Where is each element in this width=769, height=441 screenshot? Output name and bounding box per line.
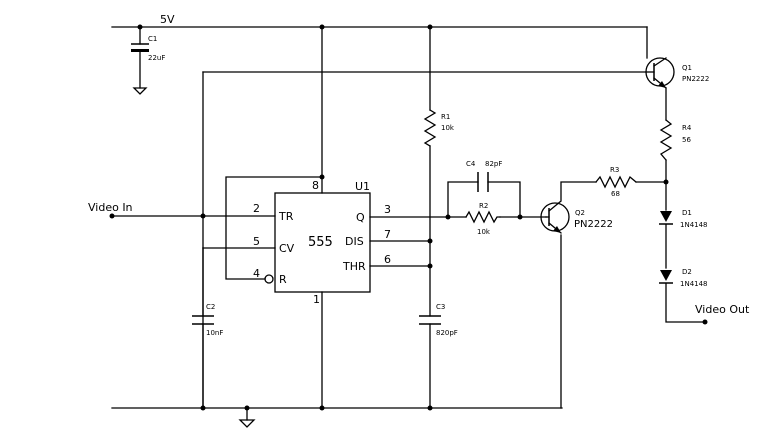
u1-pin-cv-name: CV	[279, 242, 295, 255]
u1-body	[274, 192, 371, 293]
d2-value: 1N4148	[680, 280, 708, 288]
net-label-video-out: Video Out	[695, 303, 750, 316]
c4-value: 82pF	[485, 160, 502, 168]
u1-pin-q-name: Q	[356, 211, 365, 224]
capacitor-c4: C4 82pF	[466, 160, 502, 192]
u1-555-timer: U1 555 8 1 2 TR 5 CV 4 R 3 Q 7 DIS 6 THR	[253, 179, 391, 306]
junction-dot	[319, 174, 325, 180]
resistor-r2: R2 10k	[465, 202, 501, 236]
u1-pin-r-name: R	[279, 273, 287, 286]
q2-value: PN2222	[574, 219, 613, 230]
d2-anode-triangle	[660, 270, 672, 281]
d1-value: 1N4148	[680, 221, 708, 229]
r2-value: 10k	[477, 228, 491, 236]
r4-ref: R4	[682, 124, 692, 132]
net-label-5v: 5V	[160, 13, 175, 26]
junction-dot	[319, 24, 325, 30]
junctions	[137, 24, 669, 411]
video-in-terminal	[109, 213, 115, 219]
u1-pin-6-num: 6	[384, 253, 391, 266]
r3-value: 68	[611, 190, 620, 198]
u1-ref: U1	[355, 180, 370, 193]
junction-dot	[517, 214, 523, 220]
q1-value: PN2222	[682, 75, 709, 83]
q1-ref: Q1	[682, 64, 692, 72]
c2-value: 10nF	[206, 329, 223, 337]
c3-value: 820pF	[436, 329, 458, 337]
r1-ref: R1	[441, 113, 450, 121]
junction-dot	[137, 24, 143, 30]
r2-ref: R2	[479, 202, 488, 210]
q1-emitter-arrow	[658, 81, 666, 88]
diode-d1: D1 1N4148	[659, 209, 708, 229]
c3-ref: C3	[436, 303, 445, 311]
junction-dot	[244, 405, 250, 411]
capacitor-c2: C2 10nF	[192, 303, 223, 337]
u1-pin-thr-name: THR	[342, 260, 366, 273]
u1-pin-tr-name: TR	[278, 210, 294, 223]
u1-value: 555	[308, 235, 333, 250]
u1-pin-dis-name: DIS	[345, 235, 364, 248]
junction-dot	[663, 179, 669, 185]
c1-ref: C1	[148, 35, 157, 43]
capacitor-c3: C3 820pF	[419, 303, 458, 337]
junction-dot	[200, 213, 206, 219]
resistor-r4: R4 56	[659, 119, 692, 161]
c1-polarized-plate	[131, 49, 149, 52]
q2-ref: Q2	[575, 209, 585, 217]
video-out-terminal	[702, 319, 708, 325]
u1-pin-1-num: 1	[313, 293, 320, 306]
junction-dot	[200, 405, 206, 411]
c1-value: 22uF	[148, 54, 165, 62]
u1-pin-8-num: 8	[312, 179, 319, 192]
ground-symbol-c1	[132, 87, 148, 95]
u1-pin-3-num: 3	[384, 203, 391, 216]
diode-d2: D2 1N4148	[659, 268, 708, 288]
junction-dot	[319, 405, 325, 411]
c4-ref: C4	[466, 160, 476, 168]
net-label-video-in: Video In	[88, 201, 133, 214]
c2-ref: C2	[206, 303, 215, 311]
q2-emitter-arrow	[553, 226, 561, 233]
resistor-r1: R1 10k	[423, 109, 455, 147]
d2-ref: D2	[682, 268, 692, 276]
capacitor-c1: C1 22uF	[131, 35, 165, 62]
d1-ref: D1	[682, 209, 692, 217]
transistor-q2: Q2 PN2222	[540, 200, 613, 234]
d1-anode-triangle	[660, 211, 672, 222]
ground-symbol-main	[238, 419, 256, 428]
u1-pin-7-num: 7	[384, 228, 391, 241]
r3-ref: R3	[610, 166, 619, 174]
junction-dot	[427, 405, 433, 411]
junction-dot	[427, 238, 433, 244]
resistor-r3: R3 68	[595, 166, 637, 198]
r4-value: 56	[682, 136, 691, 144]
junction-dot	[427, 24, 433, 30]
u1-pin-2-num: 2	[253, 202, 260, 215]
u1-pin-4-num: 4	[253, 267, 260, 280]
wires	[111, 26, 706, 421]
r1-value: 10k	[441, 124, 455, 132]
u1-reset-inversion-bubble	[264, 274, 274, 284]
transistor-q1: Q1 PN2222	[645, 57, 709, 89]
junction-dot	[427, 263, 433, 269]
u1-pin-5-num: 5	[253, 235, 260, 248]
junction-dot	[445, 214, 451, 220]
